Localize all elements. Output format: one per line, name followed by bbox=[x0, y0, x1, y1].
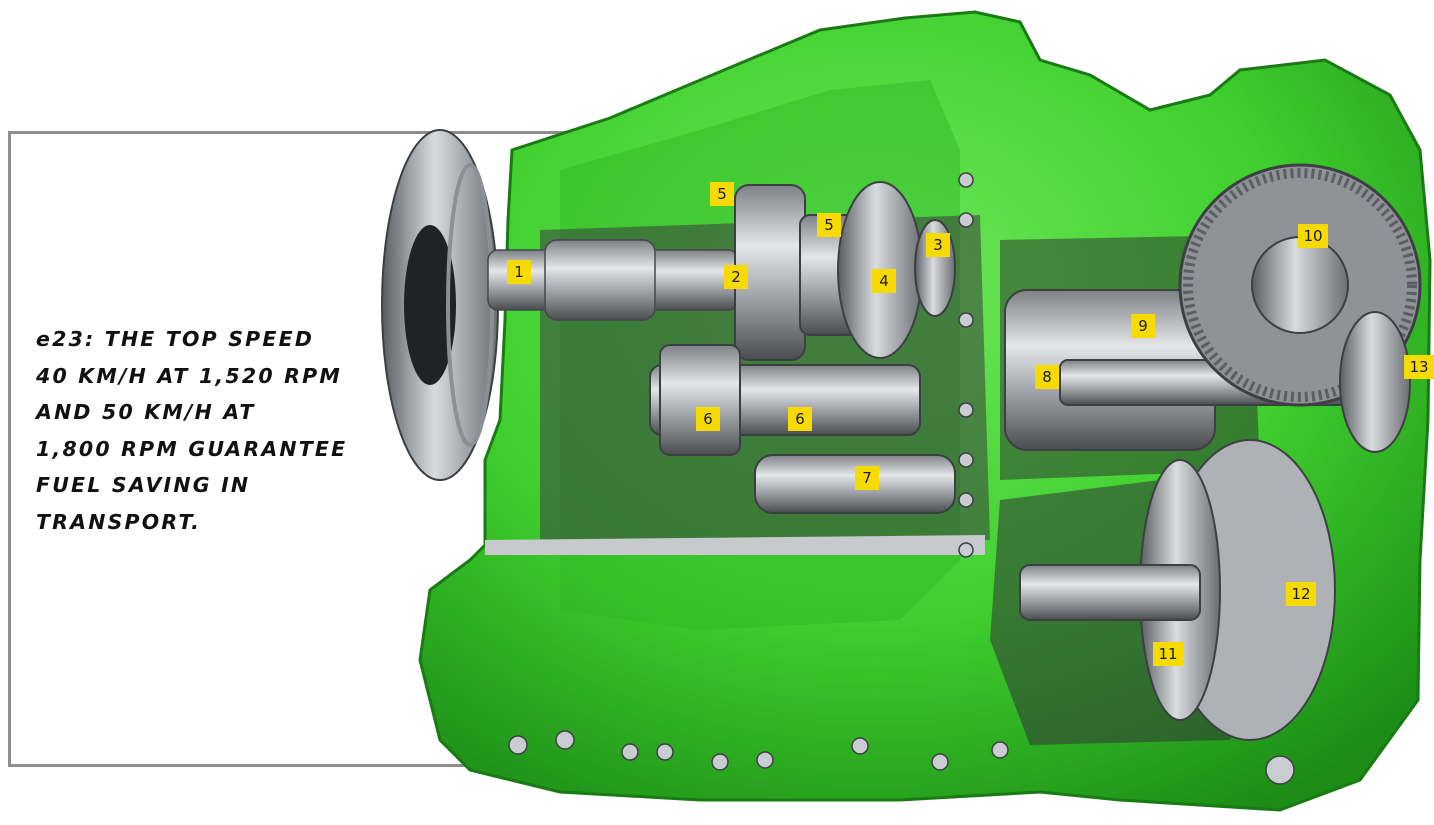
callout-6-left: 6 bbox=[696, 407, 720, 431]
svg-text:6: 6 bbox=[795, 410, 805, 428]
output-bearing bbox=[1339, 311, 1411, 453]
svg-text:8: 8 bbox=[1042, 368, 1052, 386]
countershaft-gear bbox=[659, 344, 741, 456]
callout-7: 7 bbox=[855, 466, 879, 490]
callout-6-right: 6 bbox=[788, 407, 812, 431]
callout-3: 3 bbox=[926, 233, 950, 257]
callout-12: 12 bbox=[1286, 582, 1316, 606]
callout-5-upper: 5 bbox=[710, 182, 734, 206]
svg-text:2: 2 bbox=[731, 268, 741, 286]
shaft-splines bbox=[544, 239, 656, 321]
flange-bore bbox=[404, 225, 456, 385]
svg-text:9: 9 bbox=[1138, 317, 1148, 335]
gear-hub bbox=[1251, 236, 1349, 334]
svg-text:12: 12 bbox=[1291, 585, 1310, 603]
caption-line: e23: THE TOP SPEED bbox=[36, 327, 315, 351]
callout-10: 10 bbox=[1298, 224, 1328, 248]
pto-shaft bbox=[1019, 564, 1201, 621]
callout-8: 8 bbox=[1035, 365, 1059, 389]
caption-line: 40 KM/H AT 1,520 RPM bbox=[36, 363, 342, 388]
caption-line: FUEL SAVING IN bbox=[36, 473, 251, 497]
caption-line: 1,800 RPM GUARANTEE bbox=[36, 436, 348, 461]
rear-drive-gear-teeth bbox=[1183, 168, 1417, 402]
svg-text:5: 5 bbox=[717, 185, 727, 203]
callout-5-lower: 5 bbox=[817, 213, 841, 237]
callout-1: 1 bbox=[507, 260, 531, 284]
callout-2: 2 bbox=[724, 265, 748, 289]
svg-text:13: 13 bbox=[1409, 358, 1428, 376]
svg-text:5: 5 bbox=[824, 216, 834, 234]
caption-text: e23: THE TOP SPEED 40 KM/H AT 1,520 RPM … bbox=[36, 321, 396, 540]
svg-text:11: 11 bbox=[1158, 645, 1177, 663]
caption-frame bbox=[8, 131, 600, 767]
svg-text:4: 4 bbox=[879, 272, 889, 290]
callout-11: 11 bbox=[1153, 642, 1183, 666]
callout-13: 13 bbox=[1404, 355, 1434, 379]
caption-line: TRANSPORT. bbox=[36, 509, 202, 534]
caption-line: AND 50 KM/H AT bbox=[36, 400, 256, 424]
base-plate bbox=[485, 535, 985, 555]
housing-bolts bbox=[508, 172, 1295, 785]
svg-text:6: 6 bbox=[703, 410, 713, 428]
svg-text:7: 7 bbox=[862, 469, 872, 487]
callout-9: 9 bbox=[1131, 314, 1155, 338]
svg-text:3: 3 bbox=[933, 236, 943, 254]
svg-text:1: 1 bbox=[514, 263, 524, 281]
callout-4: 4 bbox=[872, 269, 896, 293]
svg-text:10: 10 bbox=[1303, 227, 1322, 245]
